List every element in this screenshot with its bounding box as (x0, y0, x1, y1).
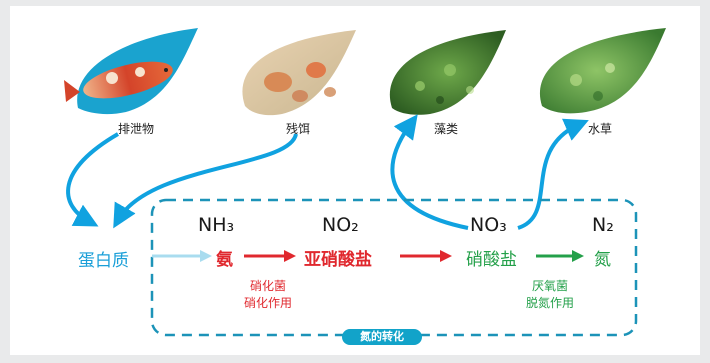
algae-label: 藻类 (434, 122, 459, 136)
feed-to-protein-arrow (113, 133, 298, 229)
ammonia-to-nitrite-arrow (244, 250, 296, 262)
nitrite-formula: NO₂ (322, 214, 359, 236)
fish-food-leaf-icon (242, 30, 356, 116)
feed-label: 残饵 (286, 122, 311, 136)
excreta-to-protein-arrow (66, 132, 120, 227)
fish-leaf-icon (64, 28, 198, 115)
nitrogen-formula: N₂ (592, 214, 614, 236)
nitrate-name: 硝酸盐 (466, 250, 517, 270)
excreta-label: 排泄物 (118, 122, 155, 136)
nitrate-formula: NO₃ (470, 214, 507, 236)
plant-label: 水草 (588, 122, 613, 136)
ammonia-formula: NH₃ (198, 214, 235, 236)
denitrification-label: 脱氮作用 (525, 296, 574, 310)
anaerobic-bacteria-label: 厌氧菌 (531, 279, 568, 293)
protein-to-ammonia-arrow (152, 250, 212, 262)
nitrifying-bacteria-note: 硝化菌 硝化作用 (232, 278, 304, 312)
protein-label: 蛋白质 (78, 251, 129, 271)
nitrogen-name: 氮 (594, 250, 611, 270)
algae-leaf-icon (389, 30, 506, 115)
nitrification-label: 硝化作用 (243, 296, 292, 310)
anaerobic-bacteria-note: 厌氧菌 脱氮作用 (514, 278, 586, 312)
nitrifying-bacteria-label: 硝化菌 (249, 279, 286, 293)
nitrogen-cycle-title: 氮的转化 (342, 329, 422, 345)
nitrite-to-nitrate-arrow (400, 250, 452, 262)
nitrate-to-plant-arrow (517, 118, 589, 230)
nitrite-name: 亚硝酸盐 (304, 250, 372, 270)
nitrate-to-nitrogen-arrow (536, 250, 584, 262)
nitrate-to-algae-arrow (390, 114, 469, 230)
ammonia-name: 氨 (216, 250, 233, 270)
aquatic-plant-leaf-icon (539, 28, 666, 114)
